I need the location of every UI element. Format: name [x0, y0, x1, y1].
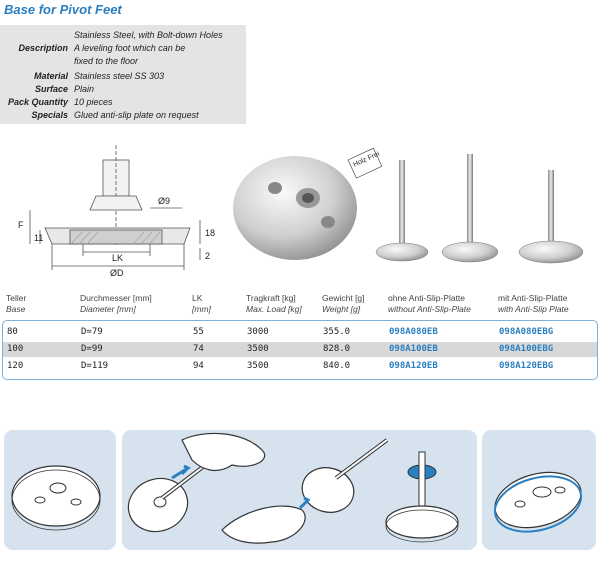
- cell-load: 3000: [247, 327, 269, 337]
- column-header: Tragkraft [kg]Max. Load [kg]: [246, 293, 302, 314]
- cell-weight: 840.0: [323, 361, 351, 371]
- article-link[interactable]: 098A080EBG: [499, 327, 554, 337]
- product-table: 80 D=79 55 3000 355.0 098A080EB 098A080E…: [2, 320, 598, 380]
- pivot-foot-photo: [441, 154, 499, 263]
- foot-illustration: [385, 451, 459, 543]
- cell-weight: 828.0: [323, 344, 351, 354]
- article-link[interactable]: 098A100EBG: [499, 344, 554, 354]
- spec-label: Description: [18, 43, 68, 53]
- base-disc-photo: [233, 156, 357, 260]
- dim-label: 18: [205, 228, 215, 238]
- spec-value: 10 pieces: [74, 97, 113, 107]
- assembly-panel-disc: [4, 430, 116, 550]
- table-row: 100 D=99 74 3500 828.0 098A100EB 098A100…: [3, 342, 597, 357]
- table-row: 120 D=119 94 3500 840.0 098A120EB 098A12…: [3, 359, 597, 374]
- dim-label: 11: [34, 233, 43, 243]
- pivot-foot-photo: [375, 160, 429, 262]
- article-link[interactable]: 098A100EB: [389, 344, 438, 354]
- cell-base: 100: [7, 344, 24, 354]
- page-title: Base for Pivot Feet: [4, 2, 122, 17]
- spec-value: Stainless steel SS 303: [74, 71, 165, 81]
- cell-diameter: D=79: [81, 327, 103, 337]
- spec-value: A leveling foot which can be: [74, 43, 186, 53]
- assembly-panel-antislip: [482, 430, 596, 550]
- article-link[interactable]: 098A120EB: [389, 361, 438, 371]
- spec-value: Glued anti-slip plate on request: [74, 110, 199, 120]
- dim-label: F: [18, 220, 24, 230]
- cell-load: 3500: [247, 344, 269, 354]
- product-photos: Holz Frei: [233, 147, 584, 264]
- spec-value: Stainless Steel, with Bolt-down Holes: [74, 30, 223, 40]
- article-link[interactable]: 098A080EB: [389, 327, 438, 337]
- spec-value: Plain: [74, 84, 95, 94]
- cell-lk: 55: [193, 327, 204, 337]
- cell-base: 120: [7, 361, 24, 371]
- column-header: Durchmesser [mm]Diameter [mm]: [80, 293, 152, 314]
- spec-box: Stainless Steel, with Bolt-down Holes De…: [0, 25, 246, 124]
- spec-label: Specials: [31, 110, 68, 120]
- spec-value: fixed to the floor: [74, 56, 139, 66]
- spec-label: Pack Quantity: [7, 97, 68, 107]
- dim-label: 2: [205, 251, 210, 261]
- spec-label: Surface: [34, 84, 68, 94]
- cell-lk: 94: [193, 361, 204, 371]
- cell-base: 80: [7, 327, 18, 337]
- column-header: Gewicht [g]Weight [g]: [322, 293, 365, 314]
- dim-label: LK: [112, 253, 123, 263]
- cell-diameter: D=119: [81, 361, 109, 371]
- dim-label: Ø9: [158, 196, 170, 206]
- cell-weight: 355.0: [323, 327, 351, 337]
- base-disc-illustration: [11, 465, 101, 531]
- dim-label: ØD: [110, 268, 124, 278]
- table-row: 80 D=79 55 3000 355.0 098A080EB 098A080E…: [3, 325, 597, 340]
- assembly-illustration: [127, 432, 389, 544]
- cell-load: 3500: [247, 361, 269, 371]
- pivot-foot-photo: [518, 170, 584, 264]
- technical-drawing: F 11 18 2 Ø9 LK ØD: [18, 145, 215, 278]
- spec-label: Material: [33, 71, 68, 81]
- antislip-illustration: [493, 471, 583, 533]
- assembly-panel-foot: [372, 430, 477, 550]
- cell-diameter: D=99: [81, 344, 103, 354]
- cell-lk: 74: [193, 344, 204, 354]
- column-header: LK[mm]: [192, 293, 211, 314]
- article-link[interactable]: 098A120EBG: [499, 361, 554, 371]
